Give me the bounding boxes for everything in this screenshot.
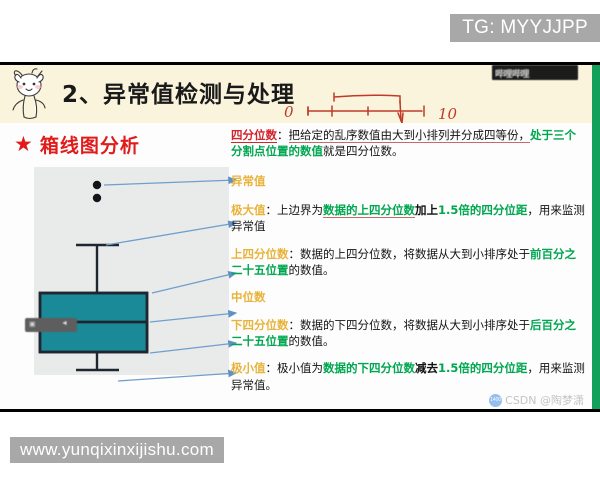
max-part2: ，用来监测异常值 [231, 202, 585, 234]
outlier-point [92, 180, 102, 190]
quartile-part2: 就是四分位数。 [323, 144, 404, 159]
uq-part1: 数据的上四分位数，将数据从大到小排序处于 [300, 246, 530, 261]
lq-part2: 的数值。 [288, 333, 335, 348]
term-quartile: 四分位数 [231, 128, 277, 143]
term-upper-quartile: 上四分位数 [231, 246, 289, 261]
slide-title-band: 2、异常值检测与处理 0 10 哔哩哔哩 [0, 65, 592, 123]
min-highlight1: 数据的下四分位数 [323, 361, 415, 376]
slide-screenshot: 2、异常值检测与处理 0 10 哔哩哔哩 [0, 62, 600, 412]
section-heading: ★ 箱线图分析 [14, 131, 140, 158]
max-highlight2: 1.5倍的四分位距 [438, 202, 528, 217]
mascot-icon [12, 68, 46, 120]
uq-highlight: 前百分之二十五位置 [231, 246, 576, 277]
min-highlight2: 1.5倍的四分位距 [438, 361, 528, 376]
definition-quartile: 四分位数：把给定的乱序数值由大到小排列并分成四等份，处于三个分割点位置的数值就是… [231, 127, 586, 160]
lq-highlight: 后百分之二十五位置 [231, 317, 576, 348]
term-max: 极大值 [231, 202, 266, 217]
quartile-part1: 把给定的乱序数值由大到小排列并分成四等份， [288, 128, 530, 143]
term-outlier: 异常值 [231, 173, 266, 188]
term-min: 极小值 [231, 361, 266, 376]
term-median: 中位数 [231, 290, 266, 305]
max-colon: ： [265, 202, 278, 217]
max-highlight1: 数据的上四分位数 [323, 202, 415, 218]
min-part2: ，用来监测异常值。 [231, 361, 585, 392]
section-title: 箱线图分析 [39, 135, 140, 157]
definition-upper-quartile: 上四分位数：数据的上四分位数，将数据从大到小排序处于前百分之二十五位置的数值。 [231, 246, 586, 279]
uq-part2: 的数值。 [288, 262, 335, 277]
green-edge-strip [592, 65, 600, 409]
csdn-watermark: 1400 CSDN @陶梦潇 [489, 392, 584, 408]
star-icon: ★ [14, 133, 33, 156]
uq-colon: ： [288, 246, 301, 261]
watermark-telegram: TG: MYYJJPP [450, 14, 600, 42]
svg-text:10: 10 [438, 105, 458, 123]
toolbar-glyph-left: ▣ [29, 321, 36, 328]
min-bold: 减去 [415, 361, 438, 376]
lq-part1: 数据的下四分位数，将数据从大到小排序处于 [300, 317, 530, 332]
toolbar-glyph-right: ◄ [61, 320, 68, 327]
lq-colon: ： [288, 317, 301, 332]
definition-max: 极大值：上边界为数据的上四分位数加上1.5倍的四分位距，用来监测异常值 [231, 202, 586, 235]
definition-median: 中位数 [231, 289, 586, 305]
page-title: 2、异常值检测与处理 [62, 82, 296, 108]
bilibili-watermark-badge: 哔哩哔哩 [492, 65, 578, 80]
definitions-column: 四分位数：把给定的乱序数值由大到小排列并分成四等份，处于三个分割点位置的数值就是… [231, 127, 586, 409]
quartile-highlight: 处于三个分割点位置的数值 [231, 128, 576, 159]
boxplot-figure [38, 180, 149, 372]
definition-min: 极小值：极小值为数据的下四分位数减去1.5倍的四分位距，用来监测异常值。 [231, 360, 586, 393]
plot-toolbar-overlay[interactable]: ▣ ◄ [25, 318, 77, 332]
handdrawn-numberline-sketch: 0 10 [284, 92, 458, 123]
max-bold: 加上 [415, 202, 438, 217]
watermark-site: www.yunqixinxijishu.com [10, 437, 224, 463]
max-part1: 上边界为 [277, 202, 323, 217]
term-lower-quartile: 下四分位数 [231, 317, 289, 332]
boxplot-panel: ▣ ◄ [25, 167, 229, 375]
quartile-colon: ： [277, 128, 289, 142]
csdn-badge: 1400 [489, 393, 503, 407]
outlier-point [92, 193, 102, 203]
slide-body: ★ 箱线图分析 [0, 123, 592, 409]
slide-content: 2、异常值检测与处理 0 10 哔哩哔哩 [0, 65, 592, 409]
bilibili-badge-label: 哔哩哔哩 [495, 69, 530, 79]
definition-outlier: 异常值 [231, 173, 586, 189]
csdn-label: CSDN @陶梦潇 [505, 394, 584, 407]
min-part1: 极小值为 [277, 361, 323, 376]
min-colon: ： [265, 361, 278, 376]
svg-text:0: 0 [284, 103, 294, 121]
definition-lower-quartile: 下四分位数：数据的下四分位数，将数据从大到小排序处于后百分之二十五位置的数值。 [231, 317, 586, 350]
